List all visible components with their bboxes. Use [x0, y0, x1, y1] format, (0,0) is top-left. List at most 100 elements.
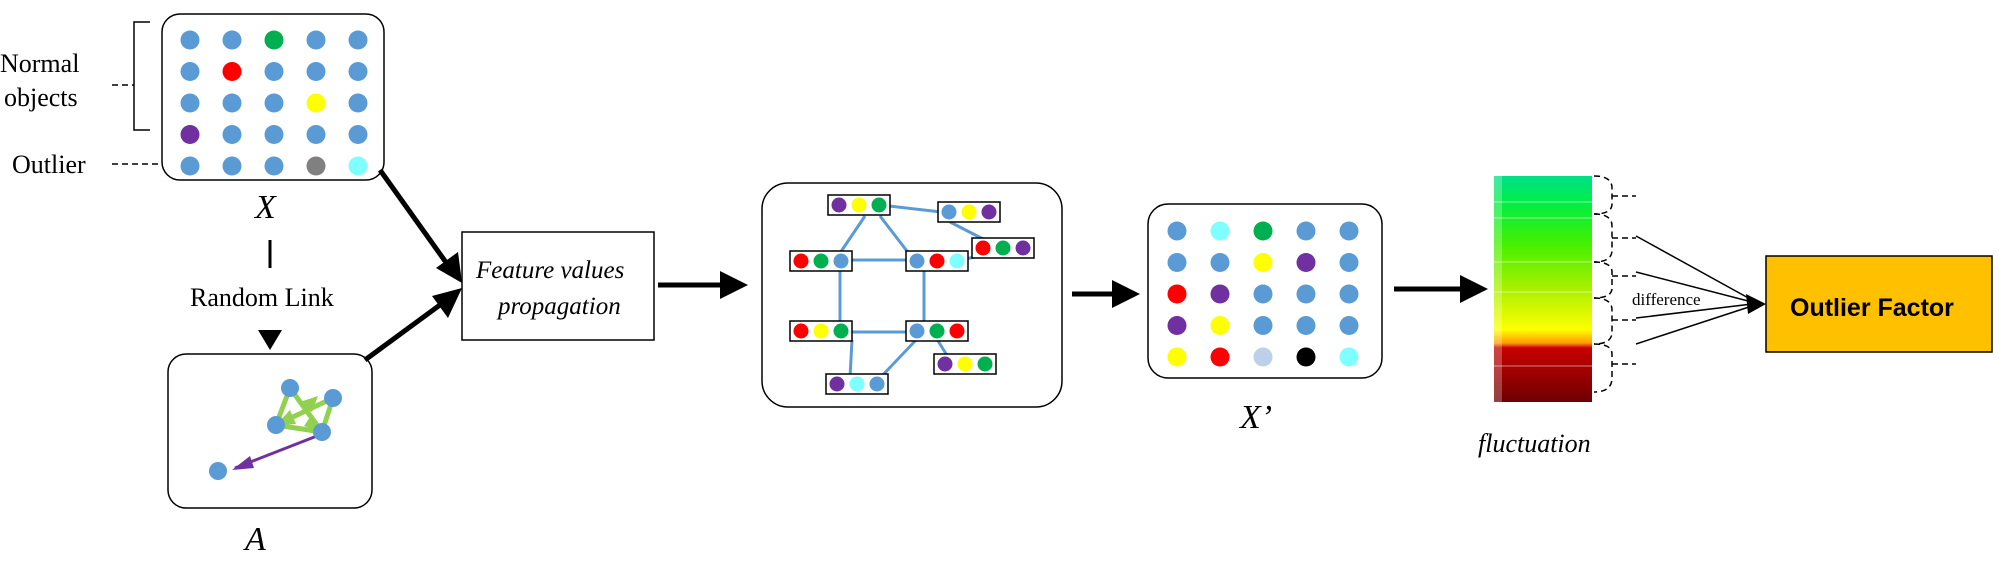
matrix-x-dot: [306, 62, 326, 81]
matrix-x-dot: [264, 93, 284, 113]
fluctuation-bar: [1494, 176, 1592, 402]
matrix-x-dot: [348, 62, 368, 81]
matrix-x-prime-dot: [1339, 221, 1359, 241]
matrix-x-prime-dot: [1253, 347, 1273, 367]
matrix-x-dot: [264, 156, 284, 176]
matrix-x-prime-dot: [1253, 284, 1273, 304]
matrix-x-dot: [222, 62, 242, 81]
matrix-x-dot: [222, 125, 242, 144]
a-label: A: [243, 521, 266, 558]
graph-node-dot: [949, 253, 965, 269]
graph-node-dot: [813, 253, 829, 269]
propagation-box: [461, 231, 655, 341]
matrix-x-dot: [222, 30, 242, 50]
propagation-label-line1: Feature values: [475, 257, 624, 284]
graph-node-dot: [961, 204, 977, 220]
matrix-x-prime-dot: [1296, 347, 1316, 367]
graph-node-dot: [957, 356, 973, 372]
graph-node-dot: [909, 323, 925, 339]
graph-node-dot: [929, 253, 945, 269]
graph-node-dot: [1015, 240, 1031, 256]
propagation-label-line2: propagation: [496, 293, 621, 320]
normal-label-line1: Normal: [0, 49, 79, 78]
random-link-arrowhead: [258, 330, 282, 350]
graph-node-dot: [929, 323, 945, 339]
difference-arrowhead: [1746, 294, 1766, 314]
matrix-x-dot: [348, 30, 368, 50]
graph-node-dot: [871, 197, 887, 213]
matrix-x-dot: [348, 93, 368, 113]
fluctuation-brackets: [1593, 175, 1636, 393]
arrow-to-x-prime: [1072, 280, 1140, 308]
graph-node-dot: [941, 204, 957, 220]
graph-node-dot: [831, 197, 847, 213]
matrix-x-dot: [264, 125, 284, 144]
matrix-x-prime-dot: [1296, 284, 1316, 304]
x-label: X: [253, 189, 277, 226]
arrow-to-graph: [658, 271, 748, 299]
graph-node-dot: [975, 240, 991, 256]
adjacency-graph: [209, 379, 342, 480]
difference-lines: [1635, 235, 1753, 345]
matrix-x-prime-dot: [1253, 253, 1273, 272]
matrix-x-dot: [306, 125, 326, 144]
arrow-to-fluctuation: [1394, 275, 1488, 303]
graph-node-dot: [833, 323, 849, 339]
matrix-x-prime-dot: [1167, 316, 1187, 335]
matrix-x-dot: [306, 93, 326, 113]
matrix-x-prime-dot: [1210, 347, 1230, 367]
graph-box: [761, 182, 1063, 408]
outlier-factor-box: [1765, 255, 1993, 353]
normal-objects-brace: [133, 21, 150, 131]
graph-node-dot: [909, 253, 925, 269]
graph-node-dot: [793, 253, 809, 269]
outlier-label: Outlier: [12, 150, 86, 179]
matrix-x-prime-dot: [1339, 284, 1359, 304]
arrows-to-propagation: [363, 168, 462, 363]
matrix-x-dot: [306, 30, 326, 50]
matrix-x-dot: [180, 62, 200, 81]
graph-node-dot: [793, 323, 809, 339]
graph-nodes: [789, 194, 1035, 395]
matrix-x-prime-dot: [1167, 221, 1187, 241]
matrix-x-prime-dot: [1339, 253, 1359, 272]
matrix-x-prime-dot: [1253, 316, 1273, 335]
matrix-x-dot: [348, 156, 368, 176]
matrix-x-prime-dot: [1296, 221, 1316, 241]
graph-node-dot: [949, 323, 965, 339]
matrix-x-prime-dots: [1167, 221, 1359, 367]
matrix-x-dot: [222, 93, 242, 113]
matrix-x-prime-dot: [1167, 347, 1187, 367]
matrix-x-dot: [180, 93, 200, 113]
graph-node-dot: [937, 356, 953, 372]
x-prime-label: X’: [1238, 399, 1272, 436]
matrix-x-prime-dot: [1167, 284, 1187, 304]
matrix-x-dots: [180, 30, 368, 176]
matrix-x-prime-dot: [1296, 316, 1316, 335]
graph-node-dot: [981, 204, 997, 220]
fluctuation-label: fluctuation: [1478, 429, 1591, 458]
matrix-x-prime-dot: [1339, 316, 1359, 335]
graph-node-dot: [849, 376, 865, 392]
matrix-x-prime-dot: [1210, 221, 1230, 241]
matrix-x-prime-dot: [1210, 284, 1230, 304]
matrix-x-prime-dot: [1253, 221, 1273, 241]
matrix-x-dot: [222, 156, 242, 176]
outlier-factor-label: Outlier Factor: [1790, 294, 1954, 322]
matrix-x-dot: [180, 125, 200, 144]
matrix-x-prime-dot: [1167, 253, 1187, 272]
graph-node-dot: [869, 376, 885, 392]
normal-label-line2: objects: [4, 83, 78, 112]
graph-node-dot: [813, 323, 829, 339]
graph-node-dot: [833, 253, 849, 269]
matrix-x-prime-dot: [1296, 253, 1316, 272]
matrix-x-dot: [180, 156, 200, 176]
matrix-x-dot: [264, 30, 284, 50]
matrix-x-dot: [306, 156, 326, 176]
matrix-x-dot: [180, 30, 200, 50]
matrix-x-prime-dot: [1339, 347, 1359, 367]
graph-node-dot: [829, 376, 845, 392]
graph-node-dot: [851, 197, 867, 213]
